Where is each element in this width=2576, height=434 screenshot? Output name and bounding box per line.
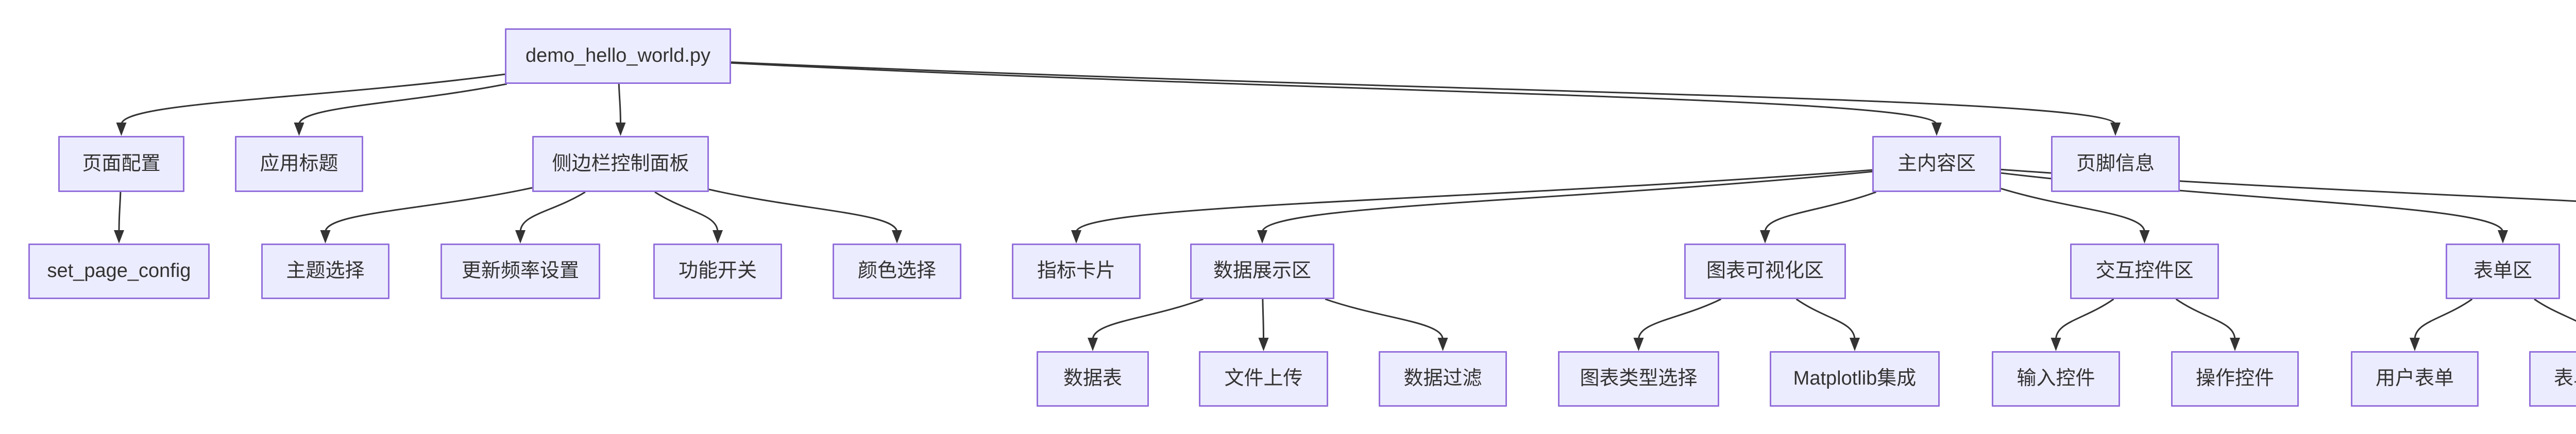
edge-data_display-to-file_upload <box>1262 299 1264 340</box>
edge-interactive_controls-to-input_controls <box>2055 298 2114 340</box>
arrowhead-main_content <box>1931 123 1942 136</box>
arrowhead-chart_viz <box>1760 230 1770 244</box>
arrowhead-chart_type_select <box>1633 338 1644 351</box>
arrowhead-set_page_config <box>114 230 124 244</box>
node-data-filter: 数据过滤 <box>1379 351 1507 407</box>
edge-interactive_controls-to-action_controls <box>2175 298 2236 340</box>
edge-root-to-sidebar_panel <box>618 83 621 125</box>
arrowhead-update_freq <box>515 230 526 244</box>
node-label: 用户表单 <box>2375 368 2454 390</box>
node-label: 交互控件区 <box>2095 260 2194 282</box>
edge-root-to-footer_info <box>731 61 2116 125</box>
node-action-controls: 操作控件 <box>2171 351 2299 407</box>
node-page-config: 页面配置 <box>58 136 184 192</box>
arrowhead-metric_cards <box>1071 230 1081 244</box>
node-input-controls: 输入控件 <box>1992 351 2120 407</box>
edge-data_display-to-data_table <box>1092 298 1204 340</box>
edge-data_display-to-data_filter <box>1325 298 1444 340</box>
edge-main_content-to-interactive_controls <box>2001 187 2145 233</box>
node-label: 文件上传 <box>1224 368 1303 390</box>
node-label: 颜色选择 <box>857 260 936 282</box>
node-label: 页脚信息 <box>2076 152 2155 175</box>
node-app-title: 应用标题 <box>235 136 363 192</box>
node-label: Matplotlib集成 <box>1793 368 1917 390</box>
arrowhead-action_controls <box>2230 338 2240 351</box>
node-matplotlib-integration: Matplotlib集成 <box>1770 351 1940 407</box>
node-data-display: 数据展示区 <box>1190 244 1334 299</box>
node-label: 指标卡片 <box>1037 260 1115 282</box>
node-label: 页面配置 <box>82 152 161 175</box>
arrowhead-file_upload <box>1258 338 1269 351</box>
node-footer-info: 页脚信息 <box>2051 136 2180 192</box>
node-feature-toggle: 功能开关 <box>653 244 782 299</box>
node-interactive-controls: 交互控件区 <box>2070 244 2219 299</box>
arrowhead-footer_info <box>2110 123 2121 136</box>
node-label: 图表类型选择 <box>1580 368 1698 390</box>
node-label: set_page_config <box>47 260 191 282</box>
node-form-area: 表单区 <box>2446 244 2560 299</box>
node-label: 数据表 <box>1063 368 1122 390</box>
edge-sidebar_panel-to-color_select <box>708 188 898 233</box>
node-chart-viz: 图表可视化区 <box>1684 244 1846 299</box>
edge-main_content-to-special_effects <box>2001 168 2576 202</box>
arrowhead-data_display <box>1257 230 1267 244</box>
node-label: 表单验证 <box>2553 368 2576 390</box>
edge-page_config-to-set_page_config <box>118 192 122 233</box>
node-label: 输入控件 <box>2016 368 2095 390</box>
arrowhead-interactive_controls <box>2139 230 2150 244</box>
node-color-select: 颜色选择 <box>833 244 961 299</box>
edge-chart_viz-to-chart_type_select <box>1638 298 1722 340</box>
node-theme-select: 主题选择 <box>261 244 389 299</box>
arrowhead-theme_select <box>320 230 331 244</box>
node-label: 图表可视化区 <box>1706 260 1824 282</box>
arrowhead-page_config <box>116 123 127 136</box>
node-label: 主题选择 <box>286 260 365 282</box>
arrowhead-input_controls <box>2050 338 2061 351</box>
edge-sidebar_panel-to-feature_toggle <box>654 191 719 233</box>
edge-form_area-to-form_validation <box>2534 298 2576 322</box>
node-label: 表单区 <box>2473 260 2532 282</box>
arrowhead-feature_toggle <box>713 230 723 244</box>
node-sidebar-panel: 侧边栏控制面板 <box>532 136 709 192</box>
arrowhead-form_area <box>2498 230 2508 244</box>
edge-sidebar_panel-to-theme_select <box>325 187 533 233</box>
edge-root-to-main_content <box>731 62 1938 125</box>
edge-root-to-app_title <box>298 83 507 125</box>
node-main-content: 主内容区 <box>1872 136 2001 192</box>
node-file-upload: 文件上传 <box>1199 351 1328 407</box>
node-label: 应用标题 <box>260 152 338 175</box>
node-metric-cards: 指标卡片 <box>1012 244 1141 299</box>
node-set-page-config: set_page_config <box>28 244 210 299</box>
edge-form_area-to-user_form <box>2414 298 2473 340</box>
edge-chart_viz-to-matplotlib_integration <box>1795 298 1856 340</box>
node-user-form: 用户表单 <box>2351 351 2479 407</box>
node-label: 数据过滤 <box>1403 368 1482 390</box>
arrowhead-color_select <box>892 230 902 244</box>
arrowhead-user_form <box>2410 338 2420 351</box>
edge-main_content-to-chart_viz <box>1764 191 1877 233</box>
node-update-freq: 更新频率设置 <box>440 244 600 299</box>
node-label: 操作控件 <box>2195 368 2274 390</box>
edge-sidebar_panel-to-update_freq <box>519 191 586 233</box>
node-label: 数据展示区 <box>1213 260 1311 282</box>
node-label: 主内容区 <box>1897 152 1976 175</box>
node-root: demo_hello_world.py <box>505 28 731 84</box>
arrowhead-data_filter <box>1437 338 1448 351</box>
edge-root-to-page_config <box>121 73 505 125</box>
arrowhead-data_table <box>1088 338 1098 351</box>
arrowhead-app_title <box>294 123 304 136</box>
arrowhead-sidebar_panel <box>615 123 626 136</box>
node-data-table: 数据表 <box>1037 351 1149 407</box>
edge-main_content-to-data_display <box>1261 170 1873 233</box>
node-label: 更新频率设置 <box>461 260 579 282</box>
node-form-validation: 表单验证 <box>2529 351 2576 407</box>
node-label: 功能开关 <box>678 260 757 282</box>
node-chart-type-select: 图表类型选择 <box>1558 351 1719 407</box>
edge-main_content-to-metric_cards <box>1075 169 1873 233</box>
arrowhead-matplotlib_integration <box>1850 338 1860 351</box>
node-label: demo_hello_world.py <box>525 45 711 67</box>
node-label: 侧边栏控制面板 <box>552 152 689 175</box>
